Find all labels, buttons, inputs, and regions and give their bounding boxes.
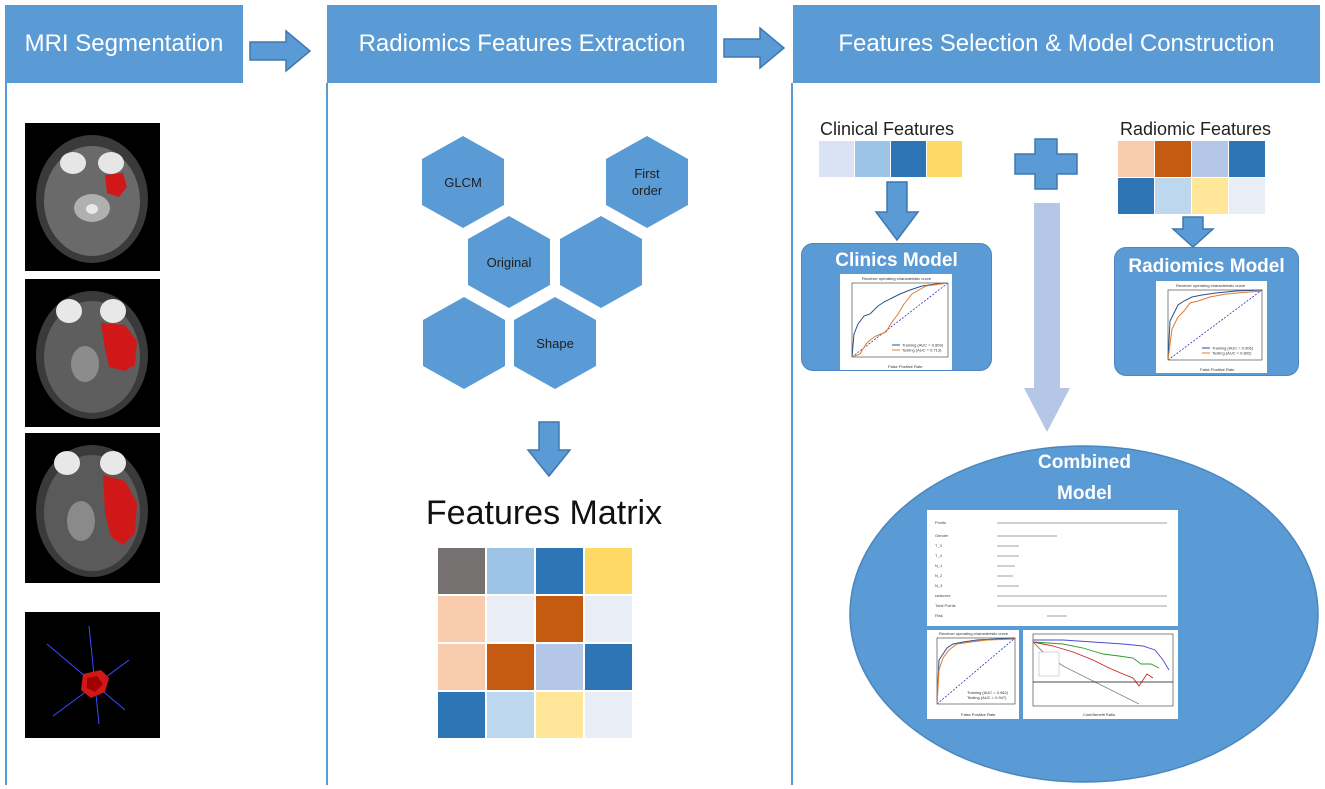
arrow-down-icon — [526, 421, 572, 478]
svg-text:Risk: Risk — [935, 613, 943, 618]
svg-text:Testing (AUC = 0.713): Testing (AUC = 0.713) — [902, 348, 942, 353]
radiomic-features-label: Radiomic Features — [1120, 119, 1272, 139]
clinics-roc-plot: Receiver operating characteristic curve … — [840, 274, 952, 370]
svg-text:N_1: N_1 — [935, 563, 943, 568]
clinical-features-label: Clinical Features — [820, 119, 955, 139]
feature-cell — [585, 548, 632, 594]
stage-header-mri-segmentation: MRI Segmentation — [5, 5, 243, 83]
hexagon-shape: Shape — [514, 297, 596, 389]
mri-slice-image — [25, 433, 160, 583]
feature-cell — [1155, 178, 1191, 214]
column-divider — [326, 83, 328, 785]
feature-cell — [536, 596, 583, 642]
feature-cell — [585, 644, 632, 690]
feature-cell — [536, 548, 583, 594]
svg-text:False Positive Rate: False Positive Rate — [1200, 367, 1235, 372]
combined-roc-plot: Receiver operating characteristic curve … — [927, 630, 1019, 719]
decision-curve-plot: Cost:Benefit Ratio — [1023, 630, 1178, 719]
mri-slice-image — [25, 279, 160, 427]
radiomics-model-title: Radiomics Model — [1128, 256, 1285, 277]
svg-text:T_4: T_4 — [935, 553, 943, 558]
feature-cell — [487, 692, 534, 738]
arrow-down-icon — [1024, 203, 1070, 432]
feature-cell — [585, 596, 632, 642]
feature-cell — [487, 596, 534, 642]
plus-icon — [1014, 138, 1078, 190]
feature-cell — [536, 692, 583, 738]
svg-text:radscore: radscore — [935, 593, 951, 598]
svg-text:Points: Points — [935, 520, 946, 525]
feature-cell — [1192, 178, 1228, 214]
stage-title: MRI Segmentation — [24, 30, 224, 57]
svg-text:Total Points: Total Points — [935, 603, 956, 608]
feature-cell — [1229, 178, 1265, 214]
feature-cell — [438, 596, 485, 642]
feature-cell — [487, 548, 534, 594]
arrow-right-icon — [249, 29, 312, 73]
mri-slice-image — [25, 123, 160, 271]
features-matrix-title: Features Matrix — [425, 494, 663, 532]
hexagon-original: Original — [468, 216, 550, 308]
svg-text:Training (AUC = 0.962): Training (AUC = 0.962) — [967, 690, 1009, 695]
feature-cell — [487, 644, 534, 690]
clinical-features-row — [819, 141, 963, 177]
svg-text:N_2: N_2 — [935, 573, 943, 578]
svg-text:Testing (AUC = 0.947): Testing (AUC = 0.947) — [967, 695, 1007, 700]
feature-cell — [855, 141, 890, 177]
radiomics-roc-plot: Receiver operating characteristic curve … — [1156, 281, 1267, 373]
combined-model-title: Model — [1057, 483, 1112, 504]
feature-cell — [438, 644, 485, 690]
svg-text:N_3: N_3 — [935, 583, 943, 588]
svg-text:False Positive Rate: False Positive Rate — [961, 712, 996, 717]
feature-cell — [1192, 141, 1228, 177]
feature-cell — [1155, 141, 1191, 177]
arrow-down-icon — [1171, 216, 1215, 249]
svg-text:Receiver operating characteris: Receiver operating characteristic curve — [939, 631, 1009, 636]
column-divider — [791, 83, 793, 785]
svg-text:Cost:Benefit Ratio: Cost:Benefit Ratio — [1083, 712, 1116, 717]
arrow-down-icon — [874, 181, 920, 242]
clinics-model-box: Clinics Model Receiver operating charact… — [801, 243, 992, 371]
combined-model-title: Combined — [1038, 452, 1131, 473]
feature-cell — [891, 141, 926, 177]
svg-text:Training (AUC = 0.906): Training (AUC = 0.906) — [1212, 346, 1254, 351]
feature-cell — [438, 548, 485, 594]
feature-cell — [1118, 178, 1154, 214]
svg-text:False Positive Rate: False Positive Rate — [888, 364, 923, 369]
hexagon-blank — [423, 297, 505, 389]
feature-cell — [1229, 141, 1265, 177]
feature-cell — [927, 141, 962, 177]
column-divider — [5, 83, 7, 785]
radiomics-model-box: Radiomics Model Receiver operating chara… — [1114, 247, 1299, 376]
feature-cell — [585, 692, 632, 738]
svg-text:T_3: T_3 — [935, 543, 943, 548]
hexagon-glcm: GLCM — [422, 136, 504, 228]
stage-header-feature-selection: Features Selection & Model Construction — [793, 5, 1320, 83]
features-matrix — [438, 548, 634, 740]
svg-text:Testing (AUC = 0.892): Testing (AUC = 0.892) — [1212, 351, 1252, 356]
stage-header-radiomics-extraction: Radiomics Features Extraction — [327, 5, 717, 83]
nomogram-plot: Points Gender T_3 T_4 N_1 N_2 N_3 radsco… — [927, 510, 1178, 626]
stage-title: Features Selection & Model Construction — [838, 30, 1275, 57]
hexagon-first-order: First order — [606, 136, 688, 228]
radiomic-features-grid — [1118, 141, 1266, 215]
svg-text:Receiver operating characteris: Receiver operating characteristic curve — [1176, 283, 1246, 288]
feature-cell — [536, 644, 583, 690]
feature-cell — [1118, 141, 1154, 177]
hexagon-blank — [560, 216, 642, 308]
tumor-3d-render — [25, 612, 160, 738]
feature-cell — [438, 692, 485, 738]
svg-text:Receiver operating characteris: Receiver operating characteristic curve — [862, 276, 932, 281]
svg-text:Gender: Gender — [935, 533, 949, 538]
clinics-model-title: Clinics Model — [835, 250, 958, 271]
svg-text:Training (AUC = 0.809): Training (AUC = 0.809) — [902, 343, 944, 348]
arrow-right-icon — [723, 26, 786, 70]
stage-title: Radiomics Features Extraction — [358, 30, 686, 57]
feature-cell — [819, 141, 854, 177]
